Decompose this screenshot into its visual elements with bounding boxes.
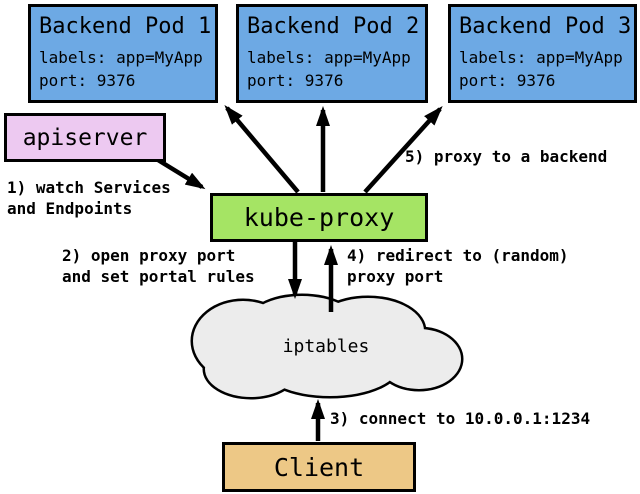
kube-proxy-label: kube-proxy xyxy=(243,203,395,232)
pod-title: Backend Pod 1 xyxy=(39,14,212,39)
pod-labels-line: labels: app=MyApp xyxy=(459,48,623,67)
apiserver-label: apiserver xyxy=(22,124,148,151)
arrow-apiserver-to-kubeproxy xyxy=(156,158,206,190)
arrow-kubeproxy-to-pod1 xyxy=(224,104,300,194)
pod-port-line: port: 9376 xyxy=(39,71,136,90)
pod-labels-line: labels: app=MyApp xyxy=(39,48,203,67)
backend-pod-2: Backend Pod 2 labels: app=MyApp port: 93… xyxy=(236,4,428,103)
pod-title: Backend Pod 2 xyxy=(247,14,420,39)
step2-open-proxy-port-label: 2) open proxy port and set portal rules xyxy=(62,246,255,286)
kube-proxy-box: kube-proxy xyxy=(210,193,428,242)
step4-redirect-label: 4) redirect to (random) proxy port xyxy=(347,246,569,286)
backend-pod-1: Backend Pod 1 labels: app=MyApp port: 93… xyxy=(28,4,218,103)
pod-port-line: port: 9376 xyxy=(459,71,556,90)
pod-port-line: port: 9376 xyxy=(247,71,344,90)
apiserver-box: apiserver xyxy=(4,113,166,162)
client-label: Client xyxy=(273,452,365,482)
client-box: Client xyxy=(222,442,416,492)
iptables-label: iptables xyxy=(282,336,370,357)
step3-connect-label: 3) connect to 10.0.0.1:1234 xyxy=(330,409,591,428)
iptables-cloud xyxy=(190,293,464,400)
pod-labels-line: labels: app=MyApp xyxy=(247,48,411,67)
step5-proxy-backend-label: 5) proxy to a backend xyxy=(405,147,608,166)
arrow-kubeproxy-to-pod3 xyxy=(363,106,443,194)
backend-pod-3: Backend Pod 3 labels: app=MyApp port: 93… xyxy=(448,4,637,103)
pod-title: Backend Pod 3 xyxy=(459,14,632,39)
step1-watch-services-label: 1) watch Services and Endpoints xyxy=(7,178,171,218)
